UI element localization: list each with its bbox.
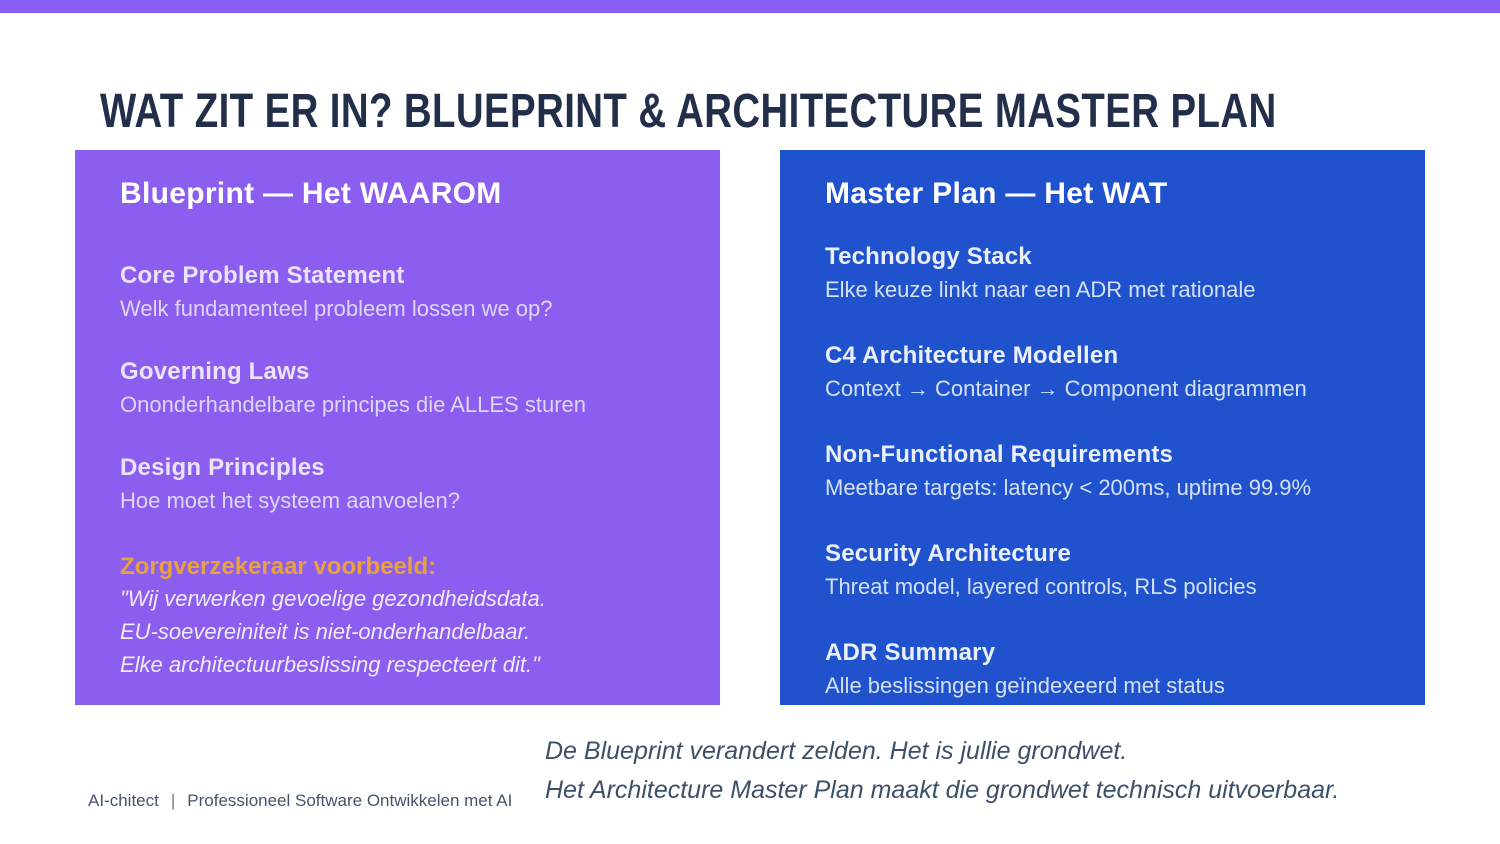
masterplan-section-adr-summary: ADR Summary Alle beslissingen geïndexeer… xyxy=(825,638,1387,700)
section-heading: ADR Summary xyxy=(825,639,996,666)
section-body: Hoe moet het systeem aanvoelen? xyxy=(120,488,460,513)
example-heading: Zorgverzekeraar voorbeeld: xyxy=(120,553,437,580)
section-heading: Technology Stack xyxy=(825,243,1032,270)
blueprint-section-core-problem: Core Problem Statement Welk fundamenteel… xyxy=(120,261,682,323)
section-body: Threat model, layered controls, RLS poli… xyxy=(825,574,1257,599)
section-body: Meetbare targets: latency < 200ms, uptim… xyxy=(825,475,1312,500)
section-heading: Core Problem Statement xyxy=(120,262,405,289)
master-plan-card: Master Plan — Het WAT Technology Stack E… xyxy=(780,150,1425,705)
example-quote-line: Elke architectuurbeslissing respecteert … xyxy=(120,652,540,677)
blueprint-example-block: Zorgverzekeraar voorbeeld: "Wij verwerke… xyxy=(120,552,682,681)
takeaway-quote: De Blueprint verandert zelden. Het is ju… xyxy=(545,732,1339,810)
footer-separator: | xyxy=(170,791,176,810)
blueprint-section-design-principles: Design Principles Hoe moet het systeem a… xyxy=(120,453,682,515)
masterplan-section-security: Security Architecture Threat model, laye… xyxy=(825,539,1387,601)
footer-brand: AI-chitect xyxy=(88,791,159,810)
master-plan-card-header: Master Plan — Het WAT xyxy=(825,177,1168,210)
top-accent-bar xyxy=(0,0,1500,13)
footer-tagline: Professioneel Software Ontwikkelen met A… xyxy=(187,791,513,810)
section-heading: C4 Architecture Modellen xyxy=(825,342,1119,369)
section-heading: Non-Functional Requirements xyxy=(825,441,1174,468)
example-quote-line: EU-soevereiniteit is niet-onderhandelbaa… xyxy=(120,619,531,644)
blueprint-card: Blueprint — Het WAAROM Core Problem Stat… xyxy=(75,150,720,705)
masterplan-section-c4-modellen: C4 Architecture Modellen Context → Conta… xyxy=(825,341,1387,403)
masterplan-section-technology-stack: Technology Stack Elke keuze linkt naar e… xyxy=(825,242,1387,304)
takeaway-quote-line1: De Blueprint verandert zelden. Het is ju… xyxy=(545,737,1128,765)
masterplan-section-nfr: Non-Functional Requirements Meetbare tar… xyxy=(825,440,1387,502)
section-body: Ononderhandelbare principes die ALLES st… xyxy=(120,392,586,417)
blueprint-card-header: Blueprint — Het WAAROM xyxy=(120,177,502,210)
takeaway-quote-line2: Het Architecture Master Plan maakt die g… xyxy=(545,776,1340,804)
section-heading: Security Architecture xyxy=(825,540,1072,567)
section-body: Context → Container → Component diagramm… xyxy=(825,376,1307,401)
section-heading: Design Principles xyxy=(120,454,325,481)
example-quote-line: "Wij verwerken gevoelige gezondheidsdata… xyxy=(120,586,546,611)
section-body: Alle beslissingen geïndexeerd met status xyxy=(825,673,1225,698)
blueprint-section-governing-laws: Governing Laws Ononderhandelbare princip… xyxy=(120,357,682,419)
section-body: Welk fundamenteel probleem lossen we op? xyxy=(120,296,553,321)
footer: AI-chitect | Professioneel Software Ontwik… xyxy=(88,791,512,811)
section-body: Elke keuze linkt naar een ADR met ration… xyxy=(825,277,1256,302)
slide-title: WAT ZIT ER IN? BLUEPRINT & ARCHITECTURE … xyxy=(100,85,1277,139)
section-heading: Governing Laws xyxy=(120,358,310,385)
